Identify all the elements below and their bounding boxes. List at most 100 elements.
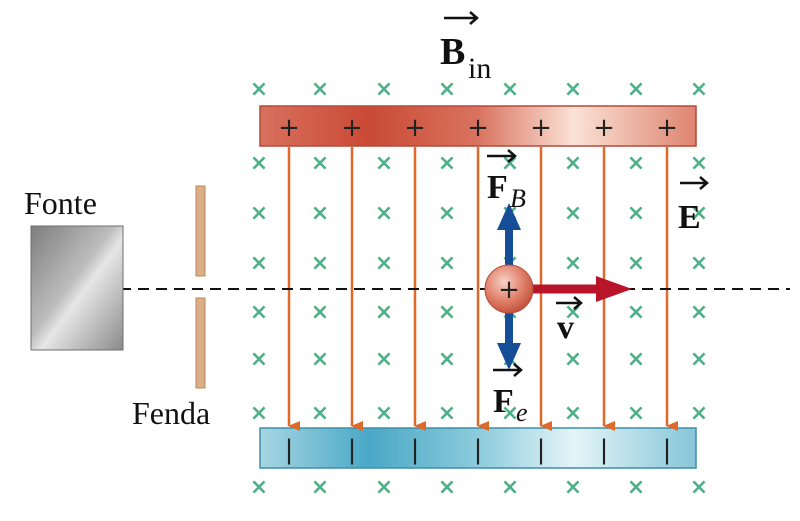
x-mark-icon: × xyxy=(311,251,329,276)
x-mark-icon: × xyxy=(375,347,393,372)
x-mark-icon: × xyxy=(501,401,519,426)
x-mark-icon: × xyxy=(627,401,645,426)
x-mark-icon: × xyxy=(690,151,708,176)
x-mark-icon: × xyxy=(375,401,393,426)
minus-sign: | xyxy=(411,435,420,465)
x-mark-icon: × xyxy=(311,201,329,226)
minus-sign: | xyxy=(474,435,483,465)
x-mark-icon: × xyxy=(627,77,645,102)
x-mark-icon: × xyxy=(375,300,393,325)
x-mark-icon: × xyxy=(690,201,708,226)
velocity-arrow xyxy=(526,276,632,302)
plus-sign: + xyxy=(278,113,300,143)
minus-sign: | xyxy=(600,435,609,465)
x-mark-icon: × xyxy=(690,347,708,372)
x-mark-icon: × xyxy=(438,201,456,226)
svg-text:F: F xyxy=(493,383,514,420)
velocity-label: v xyxy=(556,296,583,346)
slit-label: Fenda xyxy=(132,395,210,431)
x-mark-icon: × xyxy=(438,347,456,372)
svg-text:v: v xyxy=(557,309,574,346)
svg-text:in: in xyxy=(468,52,491,85)
minus-sign: | xyxy=(663,435,672,465)
x-mark-icon: × xyxy=(564,201,582,226)
x-mark-icon: × xyxy=(690,77,708,102)
svg-text:E: E xyxy=(678,199,701,236)
plus-sign: + xyxy=(341,113,363,143)
source-label: Fonte xyxy=(24,185,97,221)
x-mark-icon: × xyxy=(438,475,456,500)
vector-arrow-icon xyxy=(493,363,523,377)
x-mark-icon: × xyxy=(375,251,393,276)
x-mark-icon: × xyxy=(627,347,645,372)
x-mark-icon: × xyxy=(438,77,456,102)
svg-text:B: B xyxy=(440,31,465,73)
svg-text:e: e xyxy=(516,398,528,427)
x-mark-icon: × xyxy=(627,151,645,176)
x-mark-icon: × xyxy=(250,77,268,102)
x-mark-icon: × xyxy=(564,77,582,102)
x-mark-icon: × xyxy=(311,347,329,372)
x-mark-icon: × xyxy=(438,401,456,426)
x-mark-icon: × xyxy=(438,251,456,276)
x-mark-icon: × xyxy=(690,475,708,500)
particle-sign: + xyxy=(498,275,520,305)
slit xyxy=(195,185,206,389)
x-mark-icon: × xyxy=(375,475,393,500)
electric-force-label: F e xyxy=(493,363,528,427)
x-mark-icon: × xyxy=(311,151,329,176)
x-mark-icon: × xyxy=(311,475,329,500)
svg-text:F: F xyxy=(487,169,508,206)
x-mark-icon: × xyxy=(250,251,268,276)
minus-sign: | xyxy=(348,435,357,465)
vector-arrow-icon xyxy=(444,11,479,25)
minus-sign: | xyxy=(285,435,294,465)
plus-sign: + xyxy=(467,113,489,143)
vector-arrow-icon xyxy=(487,149,517,163)
x-mark-icon: × xyxy=(250,475,268,500)
x-mark-icon: × xyxy=(311,77,329,102)
source-box xyxy=(30,225,124,351)
x-mark-icon: × xyxy=(250,151,268,176)
x-mark-icon: × xyxy=(690,300,708,325)
x-mark-icon: × xyxy=(690,251,708,276)
plus-sign: + xyxy=(404,113,426,143)
charged-particle xyxy=(484,264,534,314)
x-mark-icon: × xyxy=(501,475,519,500)
x-mark-icon: × xyxy=(250,201,268,226)
x-mark-icon: × xyxy=(627,251,645,276)
x-mark-icon: × xyxy=(627,300,645,325)
x-mark-icon: × xyxy=(627,201,645,226)
x-mark-icon: × xyxy=(311,401,329,426)
x-mark-icon: × xyxy=(564,251,582,276)
x-mark-icon: × xyxy=(564,401,582,426)
minus-sign: | xyxy=(537,435,546,465)
x-mark-icon: × xyxy=(564,347,582,372)
x-mark-icon: × xyxy=(690,401,708,426)
x-mark-icon: × xyxy=(564,475,582,500)
magnetic-force-label: F B xyxy=(487,149,526,213)
x-mark-icon: × xyxy=(250,300,268,325)
x-mark-icon: × xyxy=(250,347,268,372)
x-mark-icon: × xyxy=(375,151,393,176)
electric-field-label: E xyxy=(678,176,709,236)
vector-arrow-icon xyxy=(680,176,709,190)
x-mark-icon: × xyxy=(375,201,393,226)
svg-text:B: B xyxy=(510,184,526,213)
x-mark-icon: × xyxy=(311,300,329,325)
x-mark-icon: × xyxy=(438,151,456,176)
plus-sign: + xyxy=(530,113,552,143)
magnetic-field-label: B in xyxy=(440,11,491,85)
vector-arrow-icon xyxy=(556,296,583,310)
plus-sign: + xyxy=(593,113,615,143)
x-mark-icon: × xyxy=(564,151,582,176)
x-mark-icon: × xyxy=(250,401,268,426)
x-mark-icon: × xyxy=(501,77,519,102)
x-mark-icon: × xyxy=(438,300,456,325)
x-mark-icon: × xyxy=(627,475,645,500)
positive-plate: + + + + + + + xyxy=(259,105,697,147)
negative-plate: | | | | | | | xyxy=(259,427,697,469)
plus-sign: + xyxy=(656,113,678,143)
x-mark-icon: × xyxy=(375,77,393,102)
